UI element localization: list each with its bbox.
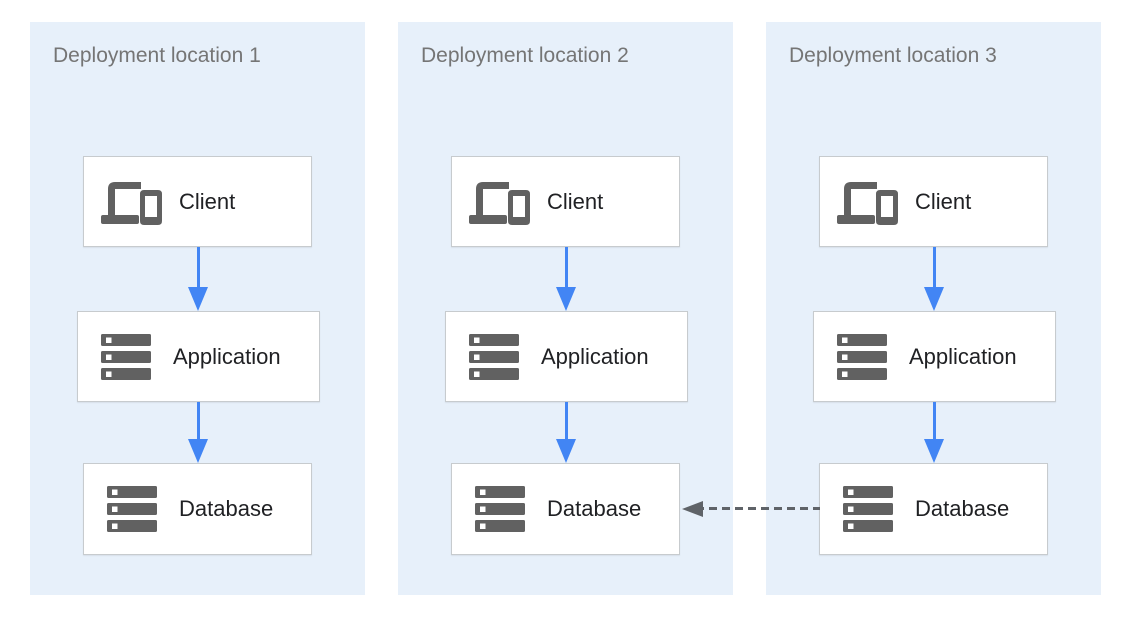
down-arrow-client-to-application (556, 247, 576, 311)
server-stack-icon (468, 486, 532, 532)
arrow-head (924, 439, 944, 463)
dashed-arrow-head (682, 501, 703, 517)
dashed-arrow-line (696, 507, 820, 510)
client-devices-icon (100, 178, 164, 225)
client-devices-icon (836, 178, 900, 225)
database-node: Database (819, 463, 1048, 555)
down-arrow-client-to-application (188, 247, 208, 311)
node-label: Application (909, 343, 1017, 369)
node-label: Application (173, 343, 281, 369)
panel-title: Deployment location 1 (53, 44, 261, 67)
arrow-line (564, 247, 568, 287)
deployment-location-1-panel: Deployment location 1 Client (30, 22, 365, 595)
node-label: Database (547, 496, 642, 521)
arrow-line (932, 402, 936, 439)
application-node: Application (77, 311, 320, 402)
node-label: Client (547, 188, 604, 214)
dashed-arrow-database3-to-database2 (682, 501, 820, 517)
arrow-head (188, 439, 208, 463)
client-devices-icon (468, 178, 532, 225)
arrow-line (932, 247, 936, 287)
database-node: Database (451, 463, 680, 555)
database-node: Database (83, 463, 312, 555)
down-arrow-application-to-database (924, 402, 944, 463)
down-arrow-application-to-database (188, 402, 208, 463)
deployment-location-2-panel: Deployment location 2 Client (398, 22, 733, 595)
node-label: Database (915, 496, 1010, 521)
client-node: Client (819, 156, 1048, 247)
arrow-head (556, 439, 576, 463)
server-stack-icon (100, 486, 164, 532)
panel-title: Deployment location 2 (421, 44, 629, 67)
node-label: Client (179, 188, 236, 214)
node-label: Application (541, 343, 649, 369)
arrow-head (924, 287, 944, 311)
arrow-line (196, 247, 200, 287)
node-label: Database (179, 496, 274, 521)
panel-title: Deployment location 3 (789, 44, 997, 67)
server-stack-icon (830, 333, 894, 380)
deployment-location-3-panel: Deployment location 3 Client (766, 22, 1101, 595)
node-label: Client (915, 188, 972, 214)
arrow-head (556, 287, 576, 311)
client-node: Client (451, 156, 680, 247)
application-node: Application (445, 311, 688, 402)
server-stack-icon (94, 333, 158, 380)
arrow-head (188, 287, 208, 311)
down-arrow-application-to-database (556, 402, 576, 463)
application-node: Application (813, 311, 1056, 402)
down-arrow-client-to-application (924, 247, 944, 311)
client-node: Client (83, 156, 312, 247)
server-stack-icon (836, 486, 900, 532)
arrow-line (564, 402, 568, 439)
server-stack-icon (462, 333, 526, 380)
arrow-line (196, 402, 200, 439)
